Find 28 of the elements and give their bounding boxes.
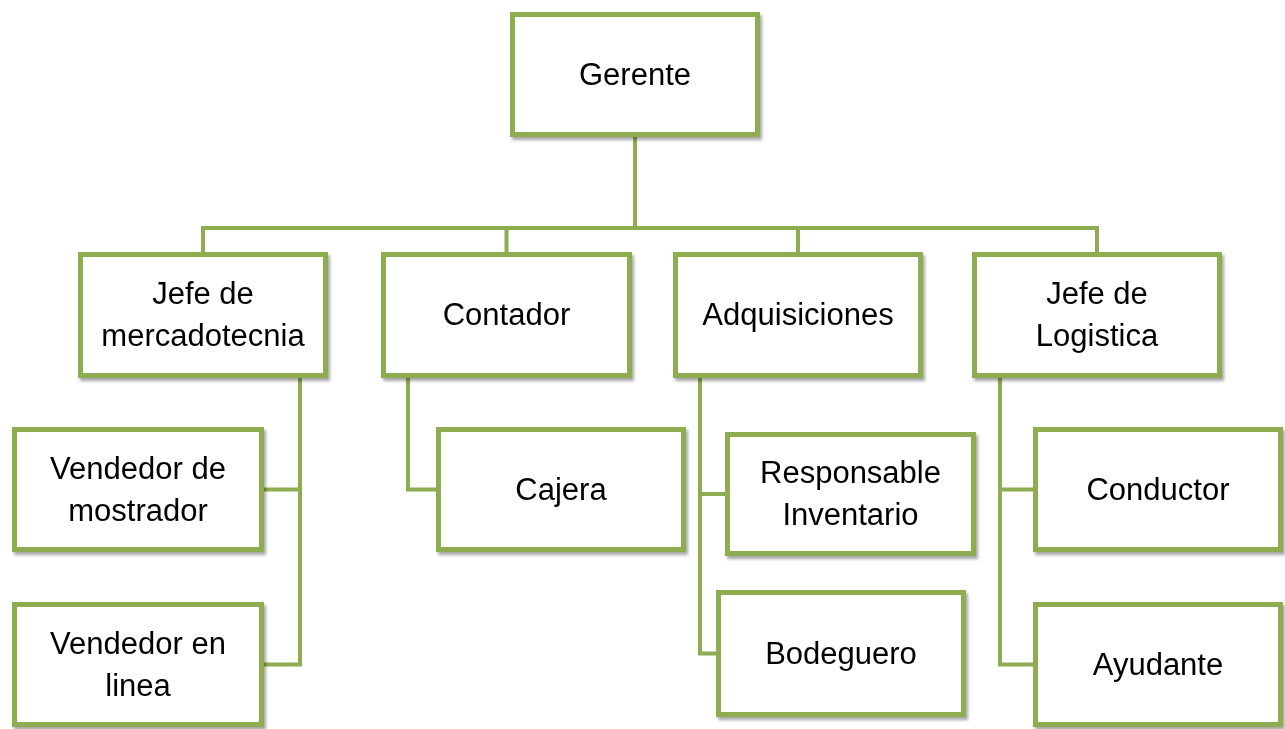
org-chart-box	[510, 12, 760, 137]
role-label: Conductor	[1086, 470, 1230, 509]
connector-line	[998, 378, 1033, 667]
role-label: Bodeguero	[765, 634, 917, 673]
role-label: Jefe de Logistica	[1034, 275, 1160, 355]
role-label: Vendedor en linea	[49, 624, 227, 705]
role-label: Jefe de mercadotecnia	[100, 275, 306, 355]
org-chart-box	[716, 590, 966, 717]
org-chart-box	[12, 427, 264, 552]
role-label: Gerente	[579, 55, 691, 94]
connector-line	[264, 378, 302, 667]
role-label: Contador	[442, 296, 571, 335]
role-label: Responsable Inventario	[759, 454, 942, 534]
connector-line	[406, 378, 436, 492]
org-chart-box	[1033, 427, 1283, 552]
org-chart-box	[1033, 602, 1283, 727]
org-chart-box	[972, 252, 1222, 378]
org-chart-box	[381, 252, 632, 378]
role-label: Adquisiciones	[702, 296, 894, 335]
org-chart-box	[12, 602, 264, 727]
connector-line	[698, 378, 716, 656]
role-label: Cajera	[515, 470, 607, 509]
role-label: Vendedor de mostrador	[49, 449, 227, 530]
org-chart-box	[78, 252, 328, 378]
org-chart-box	[436, 427, 686, 552]
org-chart-box	[725, 432, 976, 556]
org-chart-box	[673, 252, 923, 378]
role-label: Ayudante	[1092, 645, 1224, 684]
